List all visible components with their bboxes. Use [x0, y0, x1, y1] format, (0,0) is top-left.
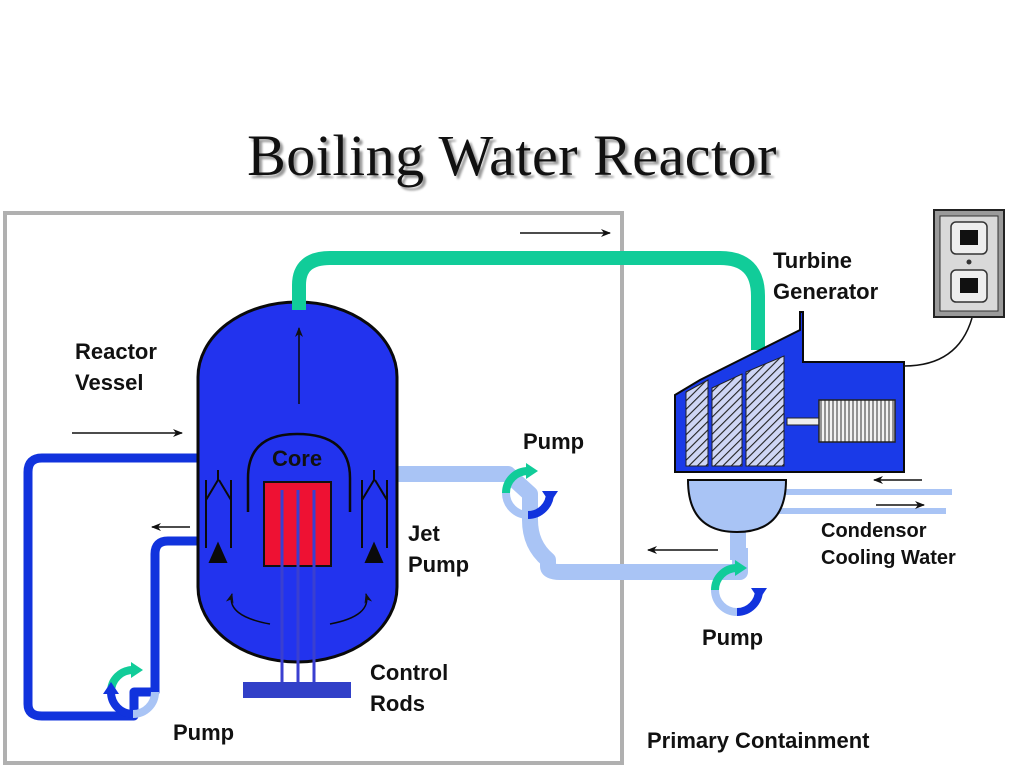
control-rods [280, 490, 316, 684]
pump-icon [502, 463, 558, 519]
pump-icon [711, 560, 767, 616]
power-outlet-icon [933, 209, 1005, 318]
pump-icon [103, 662, 159, 718]
core-label: Core [272, 446, 322, 471]
feedwater-line [398, 466, 748, 580]
diagram-title: Boiling Water Reactor [247, 123, 777, 188]
condenser [686, 479, 788, 534]
core-shroud [246, 432, 352, 512]
flow-arc-left [225, 593, 271, 625]
turbine-generator-label: Turbine Generator [773, 248, 879, 304]
primary-containment-boundary [3, 211, 624, 765]
pump-label-condensate: Pump [702, 625, 763, 650]
power-cord [903, 317, 973, 367]
jet-pump-label: Jet Pump [408, 521, 469, 577]
turbine-generator [674, 311, 905, 473]
primary-containment-label: Primary Containment [647, 728, 870, 753]
steam-line [292, 251, 765, 350]
pump-label-feedwater: Pump [523, 429, 584, 454]
jet-pump-left [205, 470, 232, 563]
control-rods-label: Control Rods [370, 660, 454, 716]
control-rod-drive [243, 682, 351, 698]
reactor-vessel-label: Reactor Vessel [75, 339, 163, 395]
recirculation-loop [23, 453, 222, 721]
flow-arc-right [329, 593, 373, 625]
jet-pump-right [361, 470, 388, 563]
pump-label-recirculation: Pump [173, 720, 234, 745]
condensor-cooling-water-label: Condensor Cooling Water [821, 520, 956, 569]
